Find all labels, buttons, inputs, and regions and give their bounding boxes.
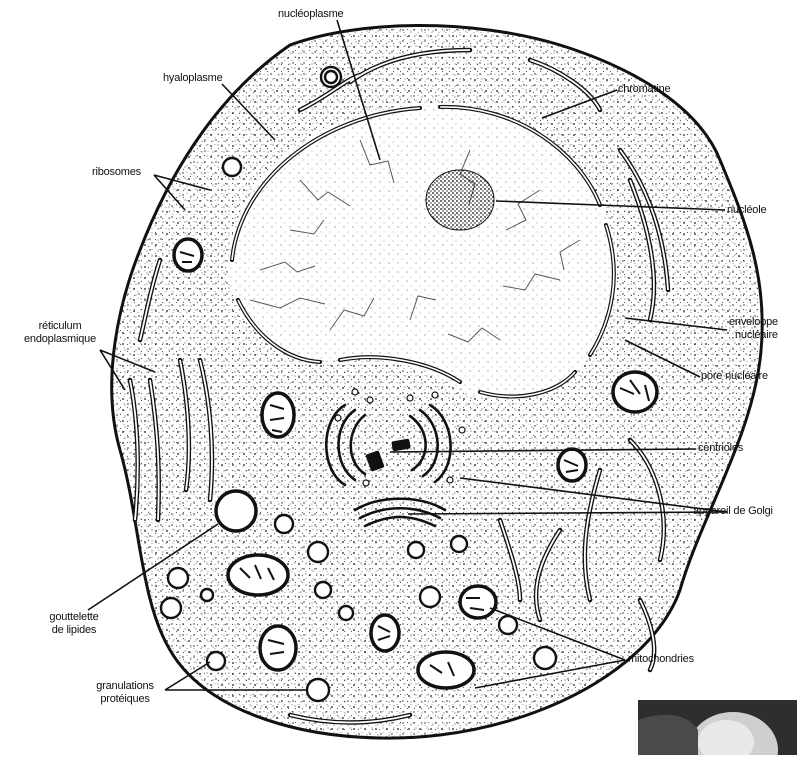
label-ribosomes: ribosomes [92, 166, 141, 179]
nucleolus [426, 170, 494, 230]
label-centrioles: centrioles [698, 442, 743, 455]
label-granulations: granulations protéiques [75, 680, 175, 706]
label-nucleoplasme: nucléoplasme [278, 8, 343, 21]
label-gouttelette: gouttelette de lipides [30, 611, 118, 637]
label-granulations-line1: granulations [75, 680, 175, 693]
label-reticulum: réticulum endoplasmique [12, 320, 108, 346]
label-pore: pore nucléaire [701, 370, 768, 383]
label-gouttelette-line1: gouttelette [30, 611, 118, 624]
label-hyaloplasme: hyaloplasme [163, 72, 223, 85]
label-mitochondries: mitochondries [628, 653, 694, 666]
label-reticulum-line1: réticulum [12, 320, 108, 333]
label-reticulum-line2: endoplasmique [12, 333, 108, 346]
label-enveloppe: enveloppe nucléaire [729, 316, 778, 342]
label-chromatine: chromatine [618, 83, 670, 96]
label-granulations-line2: protéiques [75, 693, 175, 706]
label-enveloppe-line1: enveloppe [729, 316, 778, 329]
label-nucleole: nucléole [727, 204, 766, 217]
label-gouttelette-line2: de lipides [30, 624, 118, 637]
label-golgi: appareil de Golgi [693, 505, 773, 518]
label-enveloppe-line2: nucléaire [729, 329, 778, 342]
photo-fragment-graphic [638, 700, 797, 755]
photo-fragment [638, 700, 797, 755]
lipid-droplet [216, 491, 256, 531]
